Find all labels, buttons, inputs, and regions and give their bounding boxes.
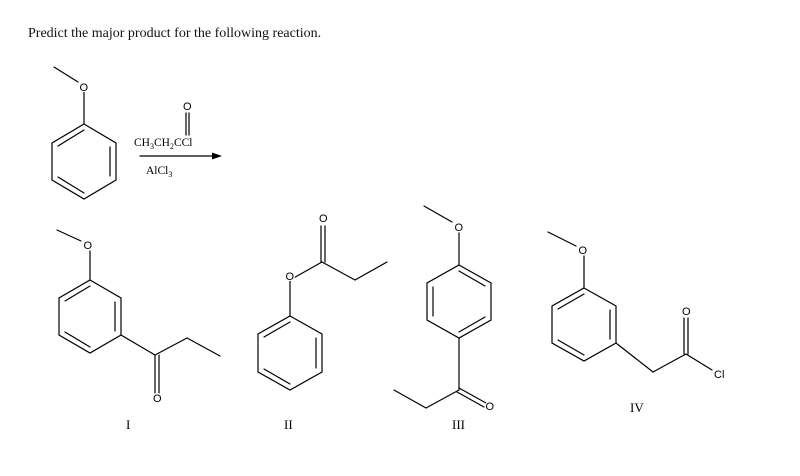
choice-II-ester-oxygen: O <box>286 271 295 283</box>
choice-IV-carbonyl-oxygen: O <box>682 306 691 318</box>
reagent-lewis-acid: AlCl3 <box>146 165 172 179</box>
choice-IV-oxygen: O <box>579 245 588 257</box>
question-text: Predict the major product for the follow… <box>28 26 321 41</box>
choice-I-ring <box>58 279 122 354</box>
choice-IV-chlorine: Cl <box>714 369 724 381</box>
choice-II-label: II <box>284 417 293 432</box>
choice-I-oxygen: O <box>84 240 93 252</box>
choice-III-oxygen: O <box>455 222 464 234</box>
choice-II-carbonyl-oxygen: O <box>319 213 328 225</box>
choice-IV-ring <box>551 287 617 362</box>
reaction-arrowhead <box>212 152 222 160</box>
choice-III-label: III <box>452 417 465 432</box>
choice-I-structure: O O <box>56 229 221 405</box>
choice-III-carbonyl-oxygen: O <box>486 401 495 413</box>
choice-IV-label: IV <box>630 400 644 415</box>
benzene-ring <box>51 123 117 200</box>
choice-II-ring <box>257 315 323 391</box>
choice-III-ring <box>426 264 492 339</box>
starting-material-anisole: O <box>51 66 117 200</box>
choice-I-carbonyl-oxygen: O <box>153 393 162 405</box>
choice-I-label: I <box>126 417 130 432</box>
methyl-bond <box>53 66 79 83</box>
choice-II-structure: O O <box>257 213 388 391</box>
oxygen-atom: O <box>80 82 89 94</box>
reagents: O CH3CH2CCl AlCl3 <box>134 101 222 179</box>
choice-IV-structure: O O Cl <box>547 231 724 381</box>
choice-III-structure: O O <box>393 205 495 413</box>
reagent-acyl-chloride: CH3CH2CCl <box>134 137 193 151</box>
reagent-oxygen: O <box>183 101 192 113</box>
